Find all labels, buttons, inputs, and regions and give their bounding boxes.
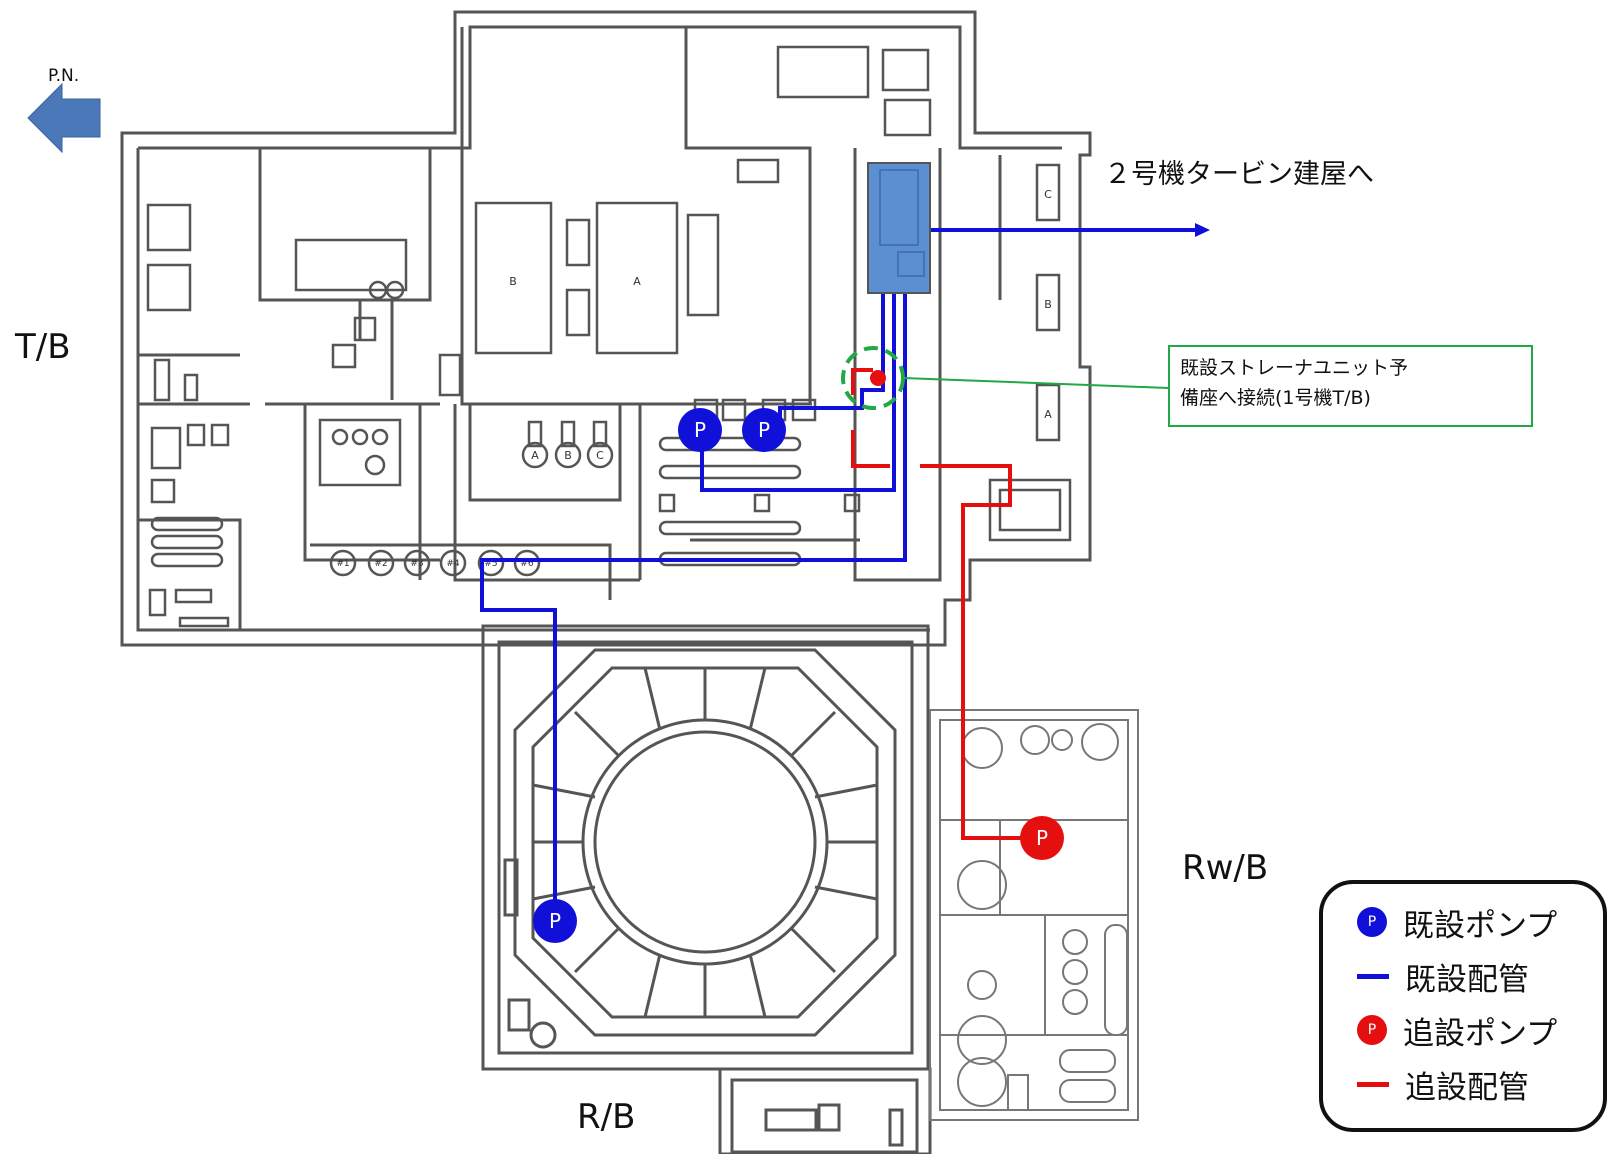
callout-line-2: 備座へ接続(1号機T/B) <box>1180 387 1371 409</box>
hx-label-3: C <box>596 449 604 462</box>
legend-added-pump-label: 追設ポンプ <box>1403 1015 1558 1052</box>
connection-point-dot <box>870 370 886 386</box>
callout-leader-line <box>902 377 1169 389</box>
existing-pipe-down-3 <box>480 293 907 910</box>
radwaste-building-plan <box>929 709 1139 1121</box>
tank-row-labels: #1 #2 #3 #4 #5 #6 <box>336 559 534 569</box>
added-pipe-swatch <box>1357 1081 1389 1087</box>
callout-line-1: 既設ストレーナユニット予 <box>1180 357 1409 379</box>
legend: P 既設ポンプ 既設配管 P 追設ポンプ 追設配管 <box>1319 880 1607 1132</box>
vessel-c-label: C <box>1044 188 1052 201</box>
tank-b-label: B <box>509 275 517 288</box>
tank-label: #3 <box>410 559 423 569</box>
existing-pump-1 <box>678 408 722 452</box>
pump-label: P <box>549 909 561 933</box>
hx-label-2: B <box>564 449 572 462</box>
vessel-b-label: B <box>1044 298 1052 311</box>
pump-markers: P P P P <box>533 408 1064 943</box>
added-pipe-a <box>851 368 873 395</box>
turbine-building-plan <box>120 10 1092 647</box>
legend-existing-pipe-label: 既設配管 <box>1405 961 1529 998</box>
arrow-to-unit2 <box>1195 223 1210 237</box>
tank-label: #6 <box>520 559 534 569</box>
tank-label: #4 <box>446 559 460 569</box>
building-label-radwaste: Rw/B <box>1182 848 1269 888</box>
legend-row-added-pipe: 追設配管 <box>1357 1062 1529 1106</box>
north-arrow-icon <box>27 82 101 154</box>
vessel-a-label: A <box>1044 408 1052 421</box>
pump-label: P <box>758 418 770 442</box>
building-label-turbine: T/B <box>15 327 71 367</box>
hx-label-1: A <box>531 449 539 462</box>
added-pipe-b <box>851 430 890 468</box>
existing-pump-2 <box>742 408 786 452</box>
reactor-building-plan <box>481 624 932 1156</box>
legend-row-existing-pipe: 既設配管 <box>1357 954 1529 998</box>
legend-row-existing-pump: P 既設ポンプ <box>1357 900 1557 944</box>
added-piping <box>851 368 1040 840</box>
pump-label: P <box>694 418 706 442</box>
existing-pipe-swatch <box>1357 973 1389 979</box>
legend-row-added-pump: P 追設ポンプ <box>1357 1008 1557 1052</box>
tank-label: #2 <box>374 559 387 569</box>
north-label: P.N. <box>48 66 80 86</box>
legend-added-pipe-label: 追設配管 <box>1405 1069 1529 1106</box>
tank-label: #5 <box>484 559 497 569</box>
added-pump-rwb <box>1020 816 1064 860</box>
tank-a-label: A <box>633 275 641 288</box>
pump-label: P <box>1036 826 1048 850</box>
strainer-unit <box>867 162 931 294</box>
existing-pump-rb <box>533 899 577 943</box>
existing-pump-icon: P <box>1357 907 1387 937</box>
tank-label: #1 <box>336 559 349 569</box>
turbine-equipment <box>146 45 1072 628</box>
existing-pipe-down-2 <box>700 293 896 492</box>
added-pump-icon: P <box>1357 1015 1387 1045</box>
added-pipe-c <box>920 464 1040 840</box>
equipment-labels: B A C B A A B C <box>509 188 1052 462</box>
legend-existing-pump-label: 既設ポンプ <box>1403 907 1558 944</box>
destination-label: ２号機タービン建屋へ <box>1104 159 1374 190</box>
connection-callout: 既設ストレーナユニット予 備座へ接続(1号機T/B) <box>1168 345 1533 427</box>
building-label-reactor: R/B <box>577 1097 636 1137</box>
